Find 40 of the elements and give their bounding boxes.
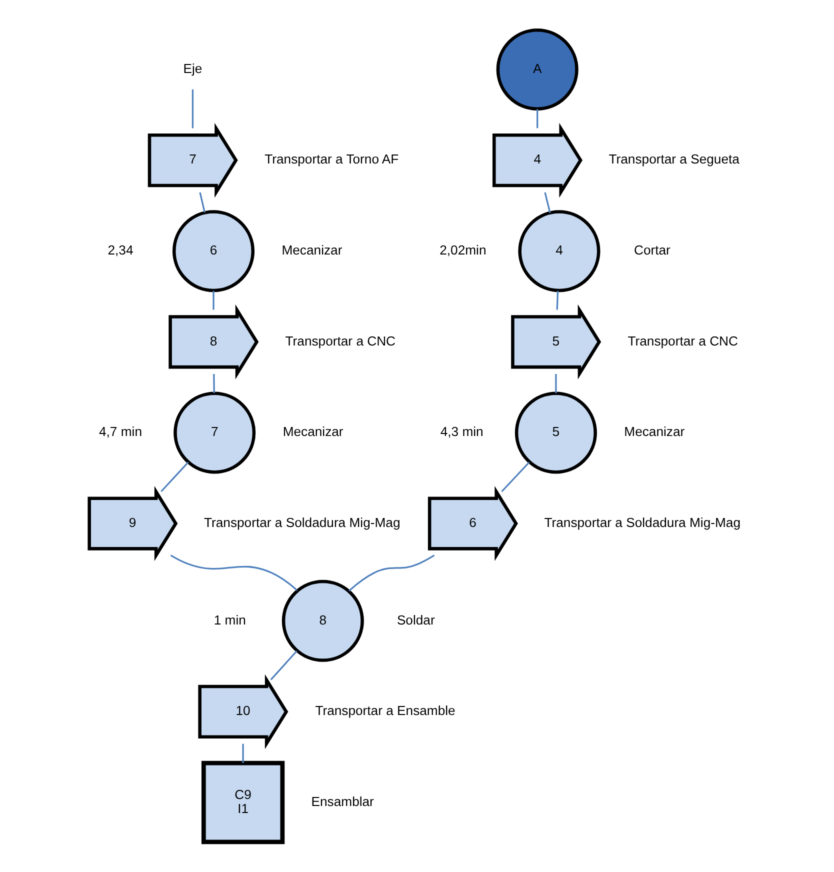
node-label: 4,7 min xyxy=(99,424,142,440)
connector xyxy=(160,462,189,492)
node-label: 1 min xyxy=(214,612,246,628)
connector xyxy=(556,290,559,310)
node-circle: 4 xyxy=(518,210,600,292)
node-label: Transportar a Soldadura Mig-Mag xyxy=(544,514,740,530)
connector xyxy=(270,650,298,680)
node-label: 2,02min xyxy=(440,242,486,258)
connector xyxy=(192,89,194,128)
node-text: Eje xyxy=(183,60,202,76)
node-label: 2,34 xyxy=(108,242,134,258)
node-circle: 8 xyxy=(282,580,364,662)
node-circle: 5 xyxy=(514,392,597,474)
node-label: 4,3 min xyxy=(440,424,484,440)
connector xyxy=(544,192,551,213)
node-circle: A xyxy=(496,28,578,111)
connector xyxy=(536,109,538,128)
node-label: Cortar xyxy=(634,242,670,258)
node-label: Transportar a CNC xyxy=(285,333,396,348)
node-label: Transportar a Soldadura Mig-Mag xyxy=(204,514,400,530)
connector xyxy=(348,554,435,592)
connector xyxy=(213,374,215,394)
connector xyxy=(170,554,298,591)
connector xyxy=(555,374,557,394)
node-label: Transportar a Torno AF xyxy=(264,152,399,167)
node-label: Mecanizar xyxy=(282,242,342,258)
node-label: Ensamblar xyxy=(311,794,374,809)
node-label: Soldar xyxy=(396,612,435,628)
connector xyxy=(199,192,206,213)
node-label: Transportar a Ensamble xyxy=(315,703,456,718)
connector xyxy=(501,462,530,492)
node-label: Mecanizar xyxy=(282,424,344,440)
node-label: Transportar a Segueta xyxy=(608,152,740,167)
node-circle: 7 xyxy=(174,392,256,474)
node-label: Mecanizar xyxy=(624,424,685,440)
node-label: Transportar a CNC xyxy=(628,333,738,348)
connector xyxy=(212,290,214,310)
connector xyxy=(242,744,244,763)
node-circle: 6 xyxy=(172,210,255,292)
node-box: C9 I1 xyxy=(201,760,285,844)
